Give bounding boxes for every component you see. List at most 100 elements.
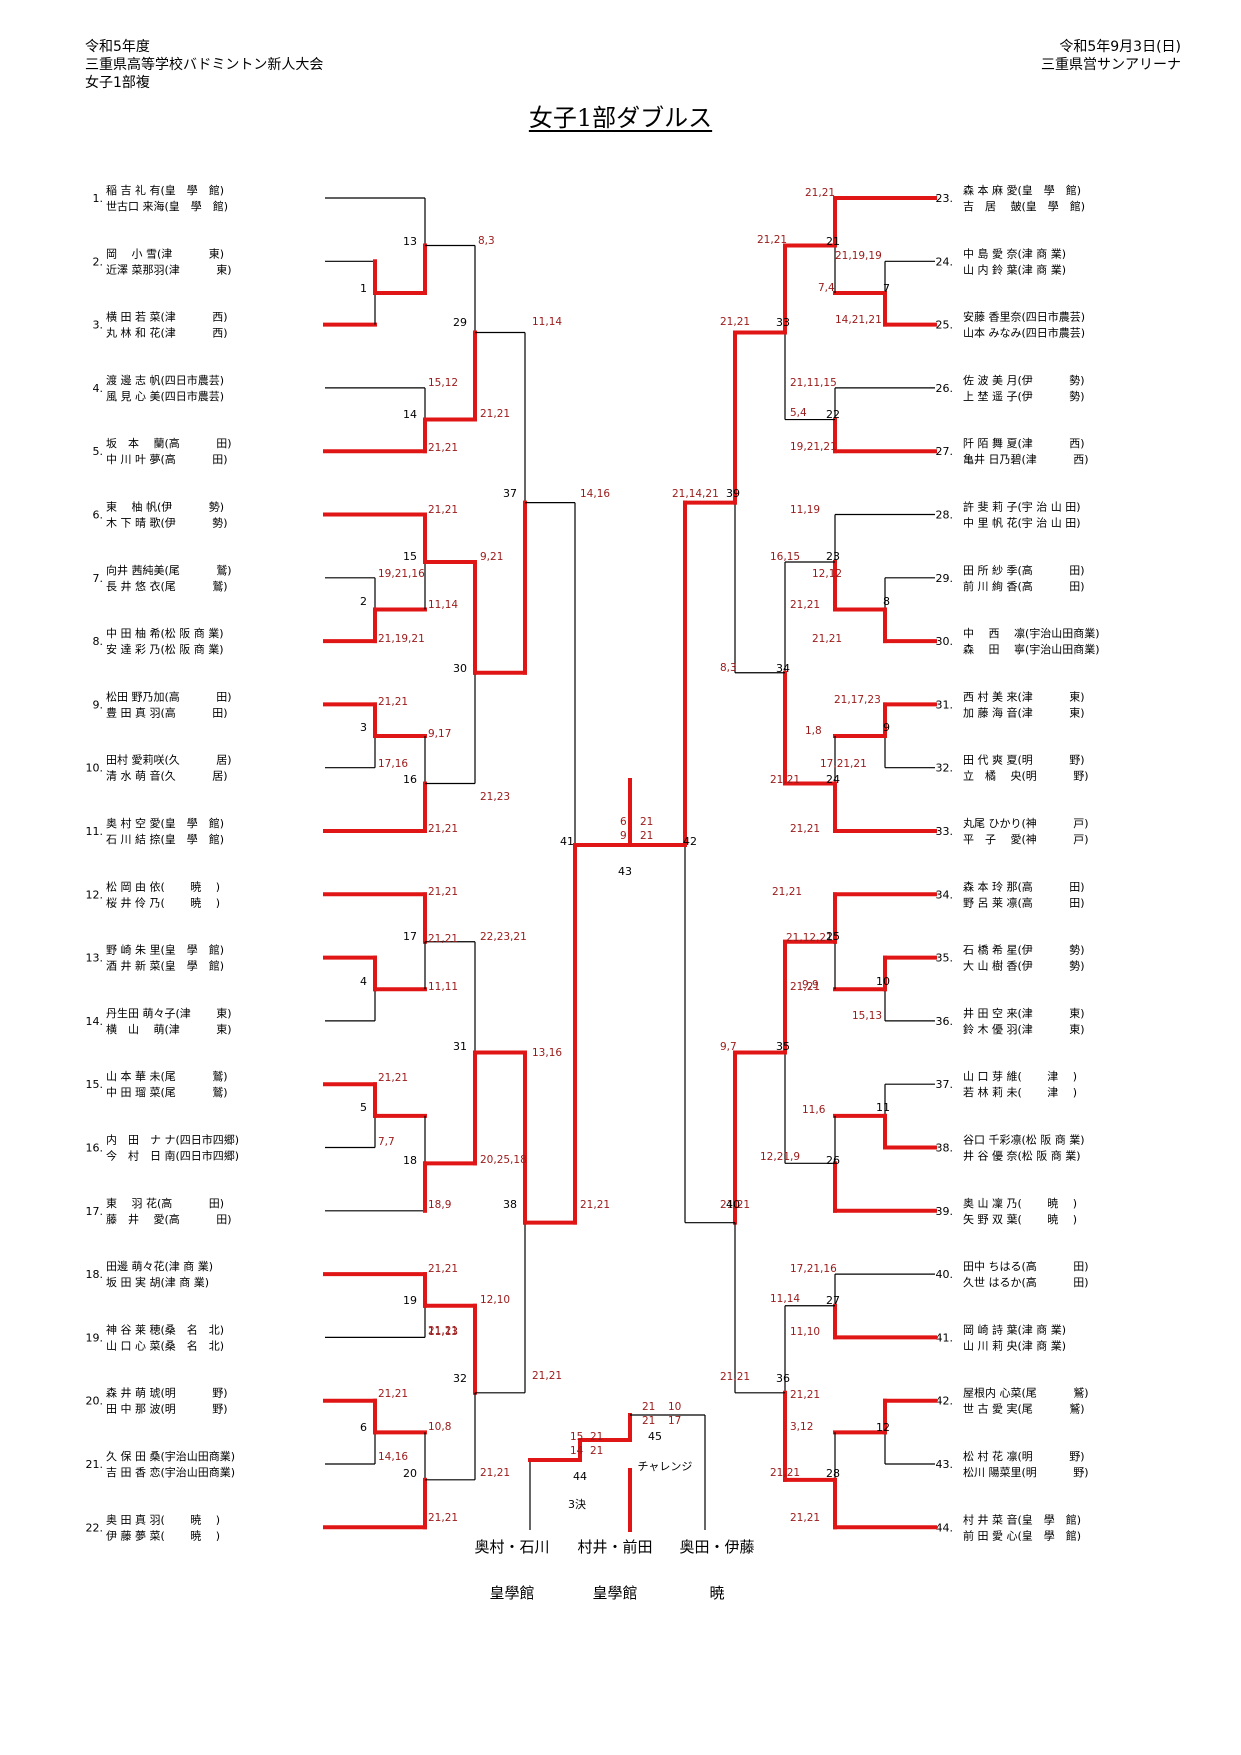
match-number: 27 [826, 1294, 840, 1307]
score: 19,21,21 [790, 441, 837, 453]
score: 9,7 [720, 1041, 737, 1053]
player-name: 奥 山 凜 乃( 暁 ) [963, 1196, 1077, 1210]
score: 5,4 [790, 407, 807, 419]
entry-number: 33. [936, 825, 954, 838]
entry-number: 23. [936, 192, 954, 205]
player-name: 山 口 芽 維( 津 ) [963, 1069, 1077, 1083]
entry-number: 43. [936, 1458, 954, 1471]
player-name: 石 川 結 捺(皇 學 館) [106, 832, 224, 846]
match-number: 43 [618, 865, 632, 878]
score: 21,21 [480, 1467, 510, 1479]
score: 21,12,21 [786, 932, 833, 944]
player-name: 若 林 莉 未( 津 ) [963, 1085, 1077, 1099]
match-number: 8 [883, 595, 890, 608]
player-name: 吉 田 香 恋(宇治山田商業) [106, 1465, 235, 1479]
player-name: 近澤 菜那羽(津 東) [106, 263, 232, 276]
match-number: 14 [403, 408, 417, 421]
score: 9,17 [428, 728, 451, 740]
match-number: 19 [403, 1294, 417, 1307]
player-name: 松田 野乃加(高 田) [106, 689, 232, 703]
match-number: 1 [360, 282, 367, 295]
score: 10 [668, 1401, 681, 1413]
entry-number: 3. [93, 319, 104, 332]
player-name: 山 本 華 未(尾 鷲) [106, 1069, 228, 1083]
score: 21,11,15 [790, 377, 837, 389]
score: 17,16 [378, 758, 408, 770]
match-number: 17 [403, 930, 417, 943]
header-date: 令和5年9月3日(日) [1059, 39, 1181, 55]
score: 21,21 [805, 187, 835, 199]
page-title: 女子1部ダブルス [0, 98, 1241, 133]
match-number: 33 [776, 316, 790, 329]
match-number: 5 [360, 1101, 367, 1114]
player-name: 奥 村 空 愛(皇 學 館) [106, 816, 224, 830]
score: 21,21 [428, 1263, 458, 1275]
match-number: 42 [683, 835, 697, 848]
entry-number: 17. [86, 1205, 104, 1218]
player-name: 丸 林 和 花(津 西) [106, 326, 228, 340]
player-name: 矢 野 双 葉( 暁 ) [963, 1212, 1077, 1226]
match-number: 16 [403, 773, 417, 786]
match-number: 21 [826, 235, 840, 248]
score: 12,12 [812, 568, 842, 580]
entry-number: 37. [936, 1078, 954, 1091]
player-name: 谷口 千彩凛(松 阪 商 業) [963, 1133, 1085, 1147]
match-number: 28 [826, 1467, 840, 1480]
entry-number: 35. [936, 952, 954, 965]
entry-number: 34. [936, 888, 954, 901]
score: 21,14,21 [672, 488, 719, 500]
match-number: 4 [360, 975, 367, 988]
match-number: 40 [726, 1198, 740, 1211]
entry-number: 11. [86, 825, 104, 838]
player-name: 木 下 晴 歌(伊 勢) [106, 516, 228, 530]
player-name: 横 田 若 菜(津 西) [106, 310, 228, 324]
player-name: 桜 井 伶 乃( 暁 ) [106, 895, 220, 909]
player-name: 稲 吉 礼 有(皇 學 館) [106, 183, 224, 197]
entry-number: 16. [86, 1142, 104, 1155]
score: 21,21 [770, 1467, 800, 1479]
player-name: 安 達 彩 乃(松 阪 商 業) [106, 642, 224, 656]
entry-number: 14. [86, 1015, 104, 1028]
entry-number: 40. [936, 1268, 954, 1281]
score: 12,10 [480, 1294, 510, 1306]
player-name: 岡 小 雪(津 東) [106, 247, 224, 260]
entry-number: 25. [936, 319, 954, 332]
player-name: 井 田 空 来(津 東) [963, 1006, 1085, 1020]
entry-number: 27. [936, 445, 954, 458]
score: 21,19,21 [378, 633, 425, 645]
score: 21,21 [428, 933, 458, 945]
score: 18,9 [428, 1199, 451, 1211]
score: 21,21 [428, 1512, 458, 1524]
match-number: 30 [453, 662, 467, 675]
score: 17 [668, 1415, 681, 1427]
header-venue: 三重県営サンアリーナ [1041, 57, 1181, 73]
entry-number: 19. [86, 1331, 104, 1344]
score: 21 [590, 1445, 603, 1457]
score: 9 [620, 830, 627, 842]
match-number: 36 [776, 1372, 790, 1385]
score: 10,8 [428, 1421, 451, 1433]
player-name: 渡 邊 志 帆(四日市農芸) [106, 373, 224, 387]
match-number: 31 [453, 1040, 467, 1053]
result-names: 奥村・石川 [474, 1538, 549, 1556]
score: 21 [642, 1415, 655, 1427]
player-name: 阡 陌 舞 夏(津 西) [963, 437, 1085, 450]
match-number: 20 [403, 1467, 417, 1480]
score: 21,21 [428, 442, 458, 454]
player-name: 中 西 凛(宇治山田商業) [963, 626, 1100, 640]
player-name: 森 井 萌 琥(明 野) [106, 1386, 228, 1400]
score: 14,16 [580, 488, 610, 500]
match-number: 2 [360, 595, 367, 608]
result-school: 皇學館 [592, 1584, 637, 1602]
score: 11,19 [790, 504, 820, 516]
score: 11,11 [428, 981, 458, 993]
match-number: 26 [826, 1154, 840, 1167]
entry-number: 4. [93, 382, 104, 395]
score: 14,21,21 [835, 314, 882, 326]
score: 21 [640, 830, 653, 842]
score: 21,21 [378, 1072, 408, 1084]
score: 21,21 [790, 599, 820, 611]
score: 21,21 [772, 886, 802, 898]
player-name: 久 保 田 桑(宇治山田商業) [106, 1449, 235, 1463]
player-name: 加 藤 海 音(津 東) [963, 705, 1085, 719]
